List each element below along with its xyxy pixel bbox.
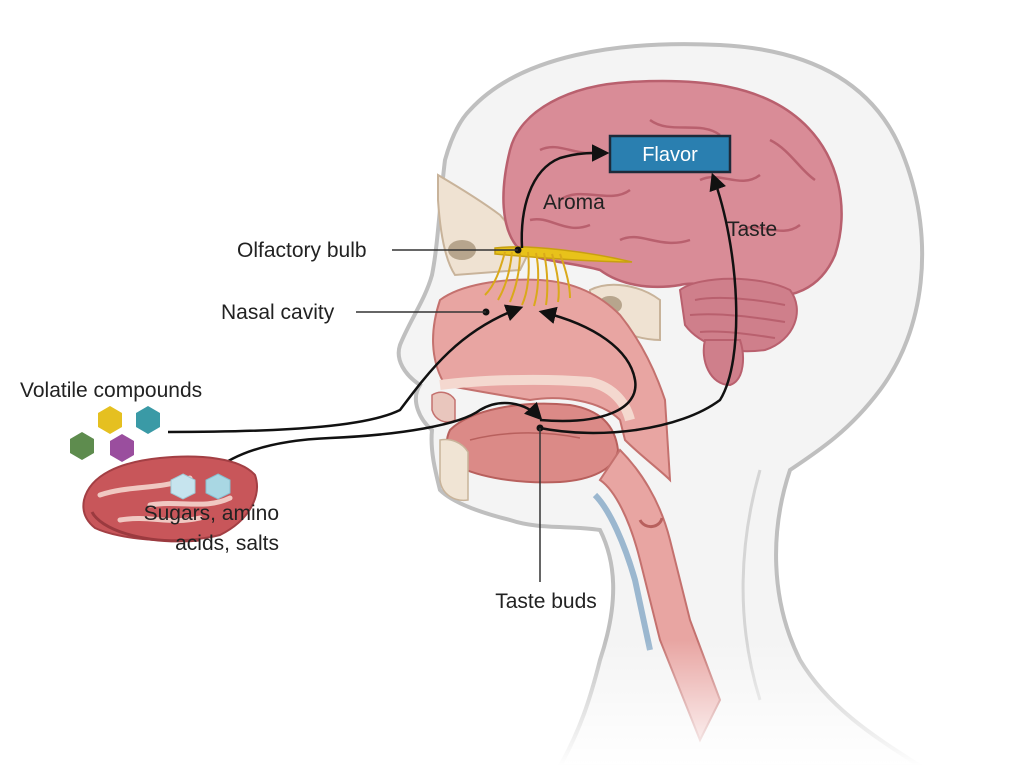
hexagon-light-blue-icon-2 — [205, 473, 231, 500]
label-olfactory-bulb: Olfactory bulb — [237, 239, 367, 262]
label-aroma: Aroma — [543, 191, 605, 214]
retronasal-arrow — [538, 306, 637, 423]
hexagon-teal-icon — [136, 406, 160, 434]
volatile-compound-hexagons — [70, 406, 160, 462]
olfactory-bulb — [484, 246, 633, 307]
label-nasal-cavity: Nasal cavity — [221, 301, 335, 324]
flavor-box: Flavor — [608, 134, 732, 174]
leader-lines — [356, 249, 541, 582]
volatile-arrow — [167, 304, 524, 434]
taste-arrow — [539, 172, 738, 435]
aroma-arrow — [520, 144, 610, 249]
hexagon-light-blue-icon-1 — [170, 473, 196, 500]
labels: Aroma Taste Olfactory bulb Nasal cavity … — [20, 191, 777, 613]
label-sugars-line2: acids, salts — [175, 532, 279, 555]
pathway-arrows — [167, 144, 738, 471]
hexagon-purple-icon — [110, 434, 134, 462]
sugars-arrow — [214, 401, 543, 471]
hexagon-green-icon — [70, 432, 94, 460]
bottom-fade — [540, 640, 940, 766]
flavor-label: Flavor — [642, 144, 698, 166]
olfactory-nerve-fibers — [484, 251, 571, 307]
sugars-hexagons — [170, 473, 231, 500]
label-taste: Taste — [727, 218, 777, 241]
hexagon-yellow-icon — [98, 406, 122, 434]
label-taste-buds: Taste buds — [495, 590, 597, 613]
label-sugars-line1: Sugars, amino — [144, 502, 279, 525]
label-volatile-compounds: Volatile compounds — [20, 379, 202, 402]
meat-steak — [82, 455, 258, 543]
